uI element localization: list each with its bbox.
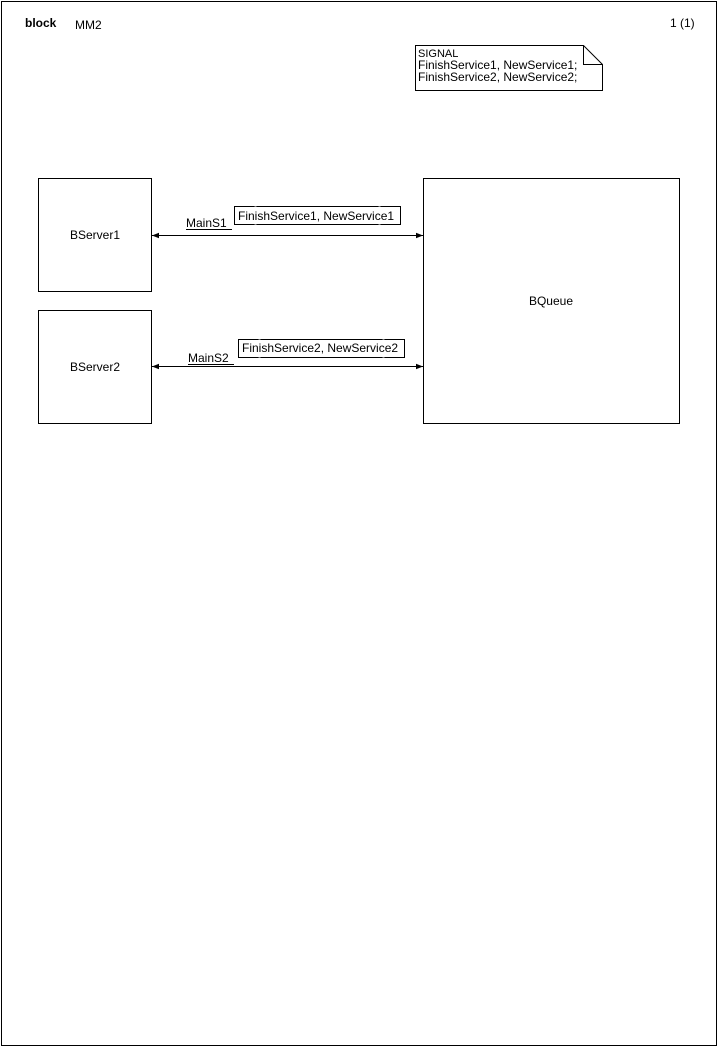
block-label: BServer2 [70,360,120,374]
block-bserver2[interactable]: BServer2 [38,310,152,424]
channel-mains2[interactable]: MainS2 FinishService2, NewService2 [152,339,423,370]
signal-line-1: FinishService1, NewService1; [418,58,577,72]
signal-line-2: FinishService2, NewService2; [418,70,577,84]
signal-list-mains2: FinishService2, NewService2 [238,339,405,358]
signal-keyword: SIGNAL [418,48,458,60]
block-label: BServer1 [70,228,120,242]
block-name: MM2 [75,18,102,32]
channel-name: MainS2 [188,351,229,365]
signal-list-text: FinishService2, NewService2 [242,341,398,355]
block-label: BQueue [529,294,573,308]
signal-declaration-note[interactable]: SIGNAL FinishService1, NewService1; Fini… [415,45,603,91]
signal-list-text: FinishService1, NewService1 [238,209,394,223]
channel-mains1[interactable]: MainS1 FinishService1, NewService1 [152,206,423,239]
page-number: 1 (1) [670,16,695,30]
signal-list-mains1: FinishService1, NewService1 [234,206,401,225]
block-bserver1[interactable]: BServer1 [38,178,152,292]
block-keyword: block [25,16,57,30]
block-bqueue[interactable]: BQueue [423,178,680,424]
channel-name: MainS1 [186,216,227,230]
